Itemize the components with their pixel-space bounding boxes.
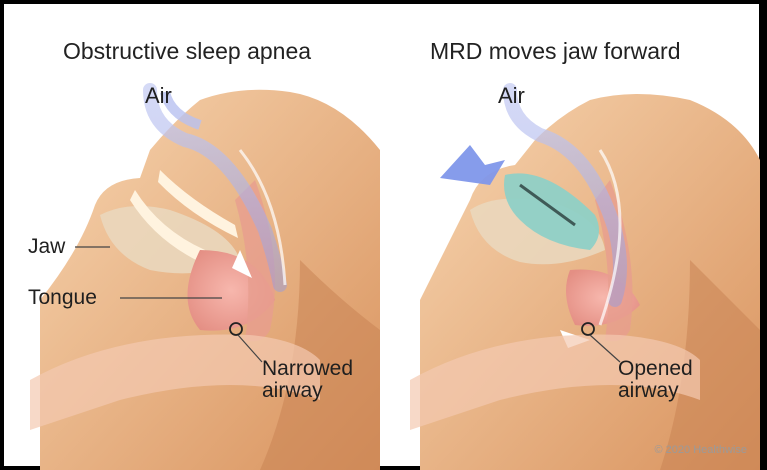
left-panel-title: Obstructive sleep apnea — [63, 40, 311, 63]
right-illustration — [410, 90, 760, 470]
right-air-label: Air — [498, 84, 525, 107]
jaw-label: Jaw — [28, 236, 65, 258]
copyright-credit: © 2020 Healthwise — [655, 444, 748, 456]
left-illustration — [30, 90, 380, 470]
opened-airway-label: Opened airway — [618, 358, 693, 402]
tongue-label: Tongue — [28, 287, 97, 309]
right-panel-title: MRD moves jaw forward — [430, 40, 681, 63]
left-air-label: Air — [145, 84, 172, 107]
narrowed-airway-label: Narrowed airway — [262, 358, 353, 402]
